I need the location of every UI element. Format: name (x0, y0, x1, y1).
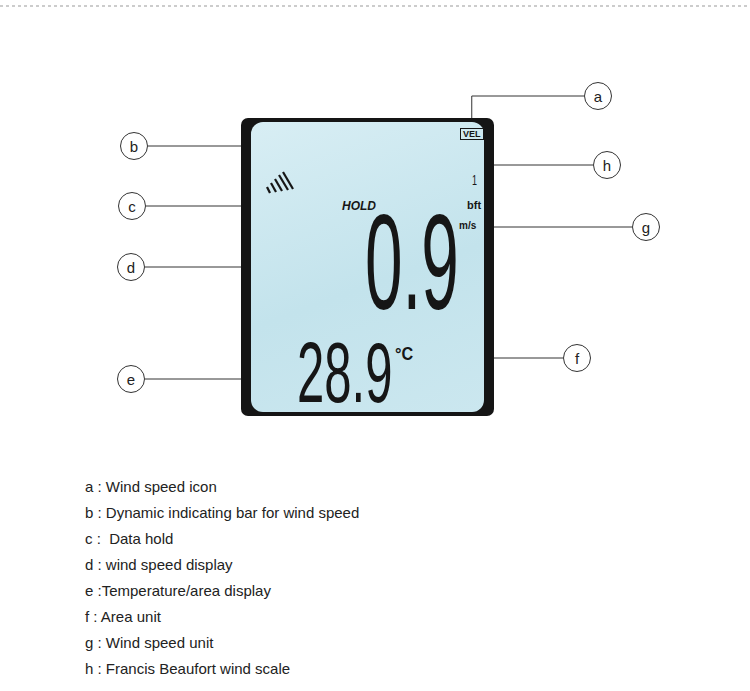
callout-letter: h (603, 158, 611, 173)
temperature-reading: 28.9 (297, 329, 392, 415)
speed-unit: m/s (459, 221, 476, 231)
part-description: g : Wind speed unit (85, 635, 213, 650)
wind-speed-icon: VEL (460, 128, 484, 140)
callout-circle: g (632, 213, 660, 241)
callout-letter: c (128, 199, 136, 214)
callout-letter: d (127, 260, 135, 275)
callout-circle: b (120, 132, 148, 160)
callout-circle: e (117, 365, 145, 393)
callout-letter: a (594, 89, 602, 104)
callout-circle: c (118, 192, 146, 220)
dashed-rule (0, 6, 750, 7)
beaufort-digit: 1 (472, 172, 477, 187)
callout-circle: a (584, 82, 612, 110)
celsius-unit: °C (395, 345, 413, 363)
part-description: e :Temperature/area display (85, 583, 271, 598)
lcd-screen: HOLD0.928.9°C1bftm/sVEL (241, 118, 494, 416)
part-description: a : Wind speed icon (85, 479, 217, 494)
beaufort-unit: bft (467, 200, 481, 211)
callout-circle: h (593, 151, 621, 179)
wind-speed-reading: 0.9 (365, 195, 459, 330)
callout-circle: f (563, 344, 591, 372)
callout-letter: b (130, 139, 138, 154)
part-description: h : Francis Beaufort wind scale (85, 661, 290, 676)
leader-line (488, 227, 632, 228)
callout-letter: f (575, 351, 579, 366)
part-description: c : Data hold (85, 531, 173, 546)
callout-letter: g (642, 220, 650, 235)
part-description: b : Dynamic indicating bar for wind spee… (85, 505, 359, 520)
part-description: f : Area unit (85, 609, 161, 624)
callout-letter: e (127, 372, 135, 387)
part-description: d : wind speed display (85, 557, 233, 572)
callout-circle: d (117, 253, 145, 281)
icon-text: VEL (463, 130, 481, 139)
leader-line (480, 165, 593, 188)
